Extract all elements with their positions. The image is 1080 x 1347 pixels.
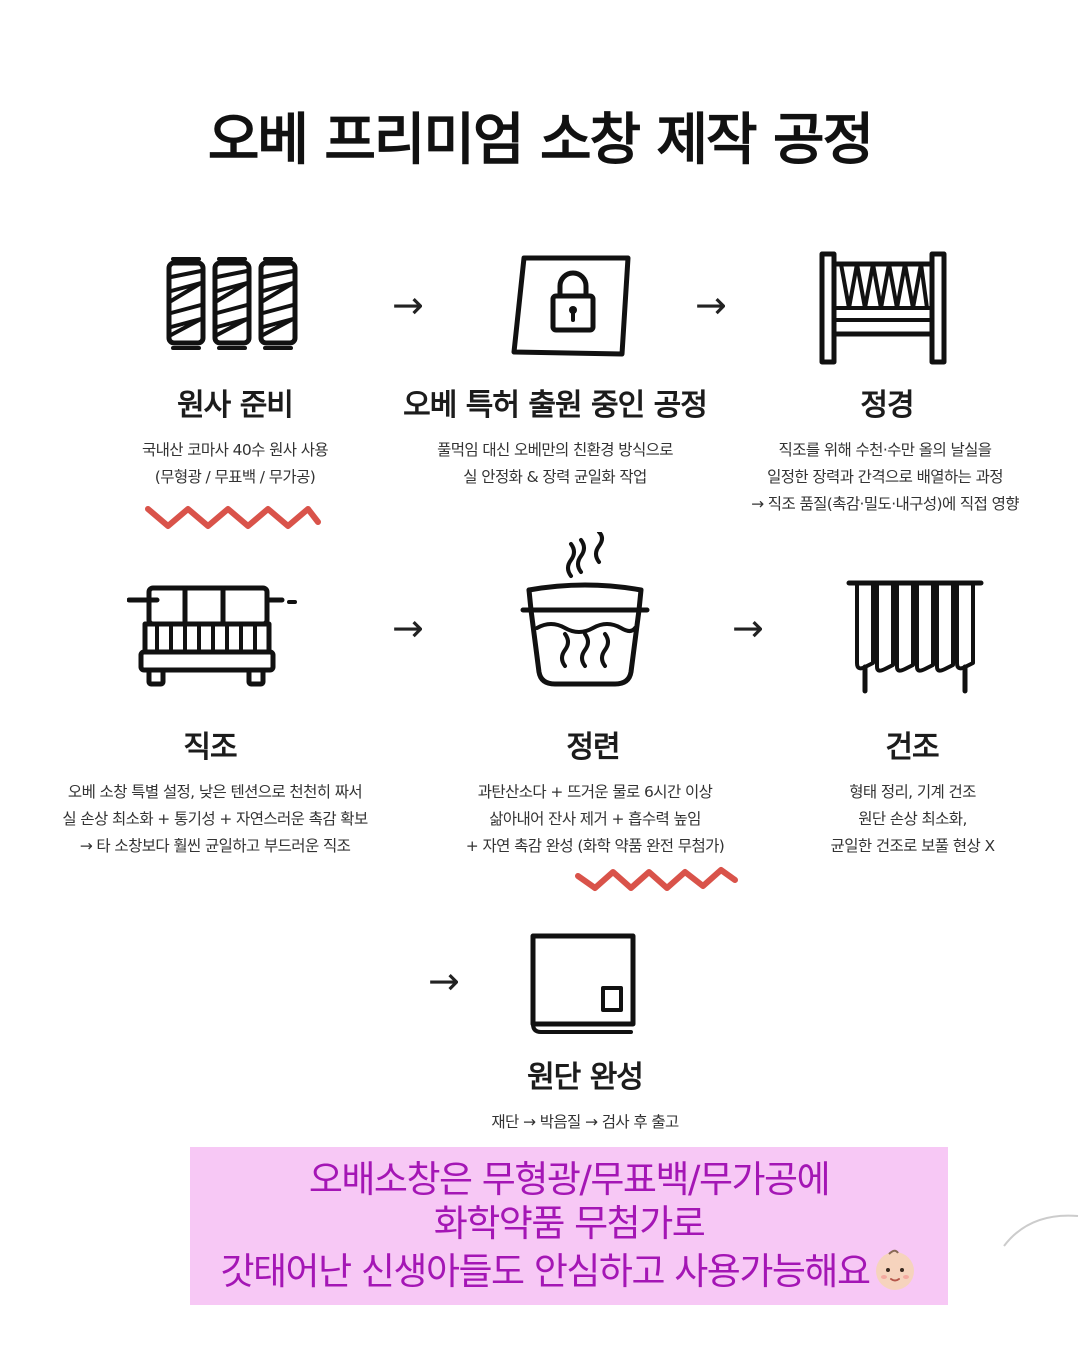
step-desc-patent: 풀먹임 대신 오베만의 친환경 방식으로 실 안정화 & 장력 균일화 작업: [437, 441, 673, 486]
step-desc-yarn: 국내산 코마사 40수 원사 사용 (무형광 / 무표백 / 무가공): [141, 441, 329, 486]
note-line-1: 오배소창은 무형광/무표백/무가공에: [308, 1158, 831, 1201]
loom-icon: [127, 585, 297, 687]
thread-spools-icon: [166, 257, 298, 350]
folded-fabric-icon: [530, 933, 636, 1034]
step-title-yarn: 원사 준비: [177, 388, 294, 423]
drying-rack-icon: [846, 580, 984, 694]
step-title-warping: 정경: [860, 388, 914, 423]
corner-curve-decoration: [1003, 1214, 1079, 1247]
flow-arrow: →: [392, 283, 424, 327]
flow-arrow: →: [732, 606, 764, 650]
step-title-patent: 오베 특허 출원 중인 공정: [403, 388, 708, 423]
step-desc-scouring: 과탄산소다 + 뜨거운 물로 6시간 이상 삶아내어 잔사 제거 + 흡수력 높…: [465, 783, 725, 855]
step-desc-finished: 재단 → 박음질 → 검사 후 출고: [491, 1113, 679, 1131]
step-title-weaving: 직조: [183, 730, 237, 765]
baby-face-icon: [875, 1249, 914, 1290]
zigzag-underline: [145, 506, 321, 529]
flow-arrow: →: [428, 959, 460, 1003]
step-desc-warping: 직조를 위해 수천·수만 올의 날실을 일정한 장력과 간격으로 배열하는 과정…: [751, 441, 1019, 513]
warping-beam-icon: [819, 251, 947, 365]
highlight-note: 오배소창은 무형광/무표백/무가공에 화학약품 무첨가로 갓태어난 신생아들도 …: [190, 1147, 948, 1305]
step-title-drying: 건조: [885, 730, 939, 765]
note-line-3: 갓태어난 신생아들도 안심하고 사용가능해요: [190, 1246, 948, 1294]
boiling-pot-icon: [520, 532, 650, 687]
note-line-2: 화학약품 무첨가로: [433, 1202, 706, 1245]
step-desc-drying: 형태 정리, 기계 건조 원단 손상 최소화, 균일한 건조로 보풀 현상 X: [830, 783, 996, 855]
step-title-finished: 원단 완성: [527, 1060, 644, 1095]
zigzag-underline: [575, 867, 738, 891]
step-title-scouring: 정련: [566, 730, 620, 765]
step-desc-weaving: 오베 소창 특별 설정, 낮은 텐션으로 천천히 짜서 실 손상 최소화 + 통…: [62, 783, 368, 855]
flow-arrow: →: [695, 283, 727, 327]
locked-fabric-icon: [511, 255, 631, 357]
page-title: 오베 프리미엄 소창 제작 공정: [207, 108, 874, 173]
flow-arrow: →: [392, 606, 424, 650]
